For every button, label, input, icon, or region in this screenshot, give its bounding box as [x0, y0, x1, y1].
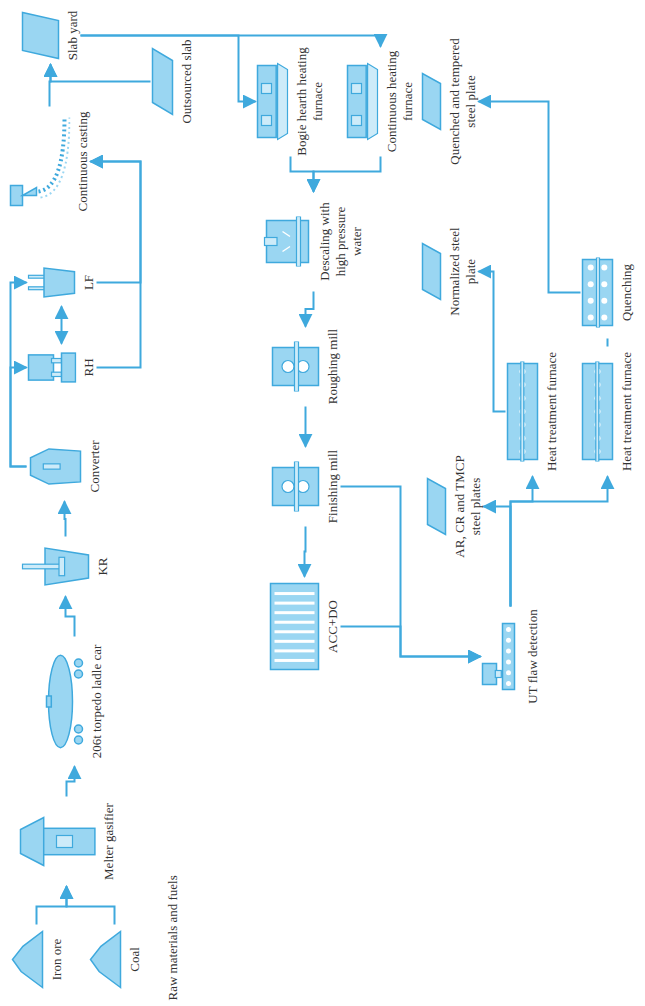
quenching-unit: Quenching [580, 246, 634, 338]
flow-arrow [10, 282, 26, 466]
heating-furnace: Continuous heating furnace [345, 46, 415, 156]
node-label: Finishing mill [324, 446, 340, 526]
mill-icon [270, 461, 320, 511]
plate-product: Normalized steel plate [420, 216, 478, 326]
flow-arrow [36, 886, 66, 924]
slab-icon [420, 71, 442, 131]
node-label: Iron ore [48, 924, 64, 994]
desc-icon [262, 216, 312, 266]
slab-yard: Slab yard [20, 6, 80, 64]
flow-arrow [305, 291, 313, 326]
kr-station: KR [20, 536, 110, 596]
raw-material-pile: Coal [86, 924, 142, 994]
node-label: Quenching [618, 246, 634, 338]
node-label: KR [94, 536, 110, 596]
converter: Converter [26, 431, 102, 501]
node-label: Continuous casting [74, 106, 90, 216]
node-label: AR, CR and TMCP steel plates [451, 446, 483, 566]
torpedo-icon [44, 646, 84, 756]
flow-arrow [66, 886, 114, 924]
node-label: Converter [86, 431, 102, 501]
slab-icon [150, 46, 174, 116]
flow-arrow [64, 501, 65, 536]
node-label: Roughing mill [324, 326, 340, 406]
flow-arrow [606, 338, 608, 346]
plate-product: AR, CR and TMCP steel plates [425, 446, 483, 566]
quench-icon [580, 257, 614, 327]
flow-arrow [478, 101, 580, 292]
rolling-mill: Roughing mill [270, 326, 340, 406]
flow-arrow [304, 526, 305, 576]
flow-arrow [66, 766, 74, 796]
flow-arrow [313, 156, 380, 191]
node-label: Melter gasifier [100, 796, 116, 886]
heat-treatment-furnace: Heat treatment furnace [505, 346, 559, 476]
htf-icon [505, 361, 539, 461]
flow-arrow [90, 161, 140, 282]
flow-arrow [510, 476, 607, 606]
node-label: Quenched and tempered steel plate [446, 26, 478, 176]
acc-icon [268, 581, 320, 671]
node-label: Continuous heating furnace [383, 46, 415, 156]
kr-icon [20, 543, 90, 589]
mill-icon [270, 341, 320, 391]
group-label: Raw materials and fuels [164, 875, 180, 1000]
flow-arrow [10, 367, 26, 466]
flow-arrow [478, 271, 505, 411]
conv-icon [26, 444, 82, 488]
flow-arrow [90, 161, 140, 367]
heating-furnace: Bogie hearth heating furnace [255, 46, 325, 156]
node-label: UT flaw detection [524, 606, 540, 706]
flow-arrow [304, 406, 306, 446]
ut-station: UT flaw detection [480, 606, 540, 706]
lf-unit: LF [26, 258, 96, 306]
slab-icon [20, 10, 60, 60]
node-label: Coal [126, 924, 142, 994]
htf-icon [580, 361, 614, 461]
node-label: Heat treatment furnace [543, 346, 559, 476]
flow-arrow [290, 156, 313, 191]
heat-treatment-furnace: Heat treatment furnace [580, 346, 634, 476]
slab-icon [420, 241, 442, 301]
pile-icon [86, 929, 122, 989]
slab-stack: Outsourced slab [150, 36, 194, 126]
raw-material-pile: Iron ore [8, 924, 64, 994]
descaler: Descaling with high pressure water [262, 191, 364, 291]
node-label: Outsourced slab [178, 36, 194, 126]
flow-arrow [80, 35, 380, 46]
node-label: Normalized steel plate [446, 216, 478, 326]
node-label: RH [80, 343, 96, 391]
node-label: Heat treatment furnace [618, 346, 634, 476]
node-label: LF [80, 258, 96, 306]
slab-icon [425, 476, 447, 536]
furnace-icon [345, 61, 379, 141]
rh-icon [26, 349, 76, 385]
lf-icon [26, 264, 76, 300]
flow-arrow [60, 306, 62, 343]
torpedo-car: 206t torpedo ladle car [44, 636, 104, 766]
cooling-unit: ACC+DO [268, 576, 340, 676]
flow-arrow [483, 506, 510, 606]
rh-unit: RH [26, 343, 96, 391]
ut-icon [480, 621, 520, 691]
furnace-icon [255, 61, 289, 141]
melter-gasifier: Melter gasifier [16, 796, 116, 886]
node-label: Bogie hearth heating furnace [293, 46, 325, 156]
rolling-mill: Finishing mill [270, 446, 340, 526]
plate-product: Quenched and tempered steel plate [420, 26, 478, 176]
node-label: ACC+DO [324, 576, 340, 676]
caster-icon [8, 113, 70, 209]
melter-icon [16, 811, 96, 871]
flow-arrow [50, 64, 150, 81]
flow-arrow [510, 476, 532, 606]
flow-arrow [340, 626, 480, 656]
node-label: Slab yard [64, 6, 80, 64]
node-label: 206t torpedo ladle car [88, 636, 104, 766]
node-label: Descaling with high pressure water [316, 191, 364, 291]
pile-icon [8, 929, 44, 989]
continuous-caster: Continuous casting [8, 106, 90, 216]
flow-arrow [65, 596, 74, 636]
